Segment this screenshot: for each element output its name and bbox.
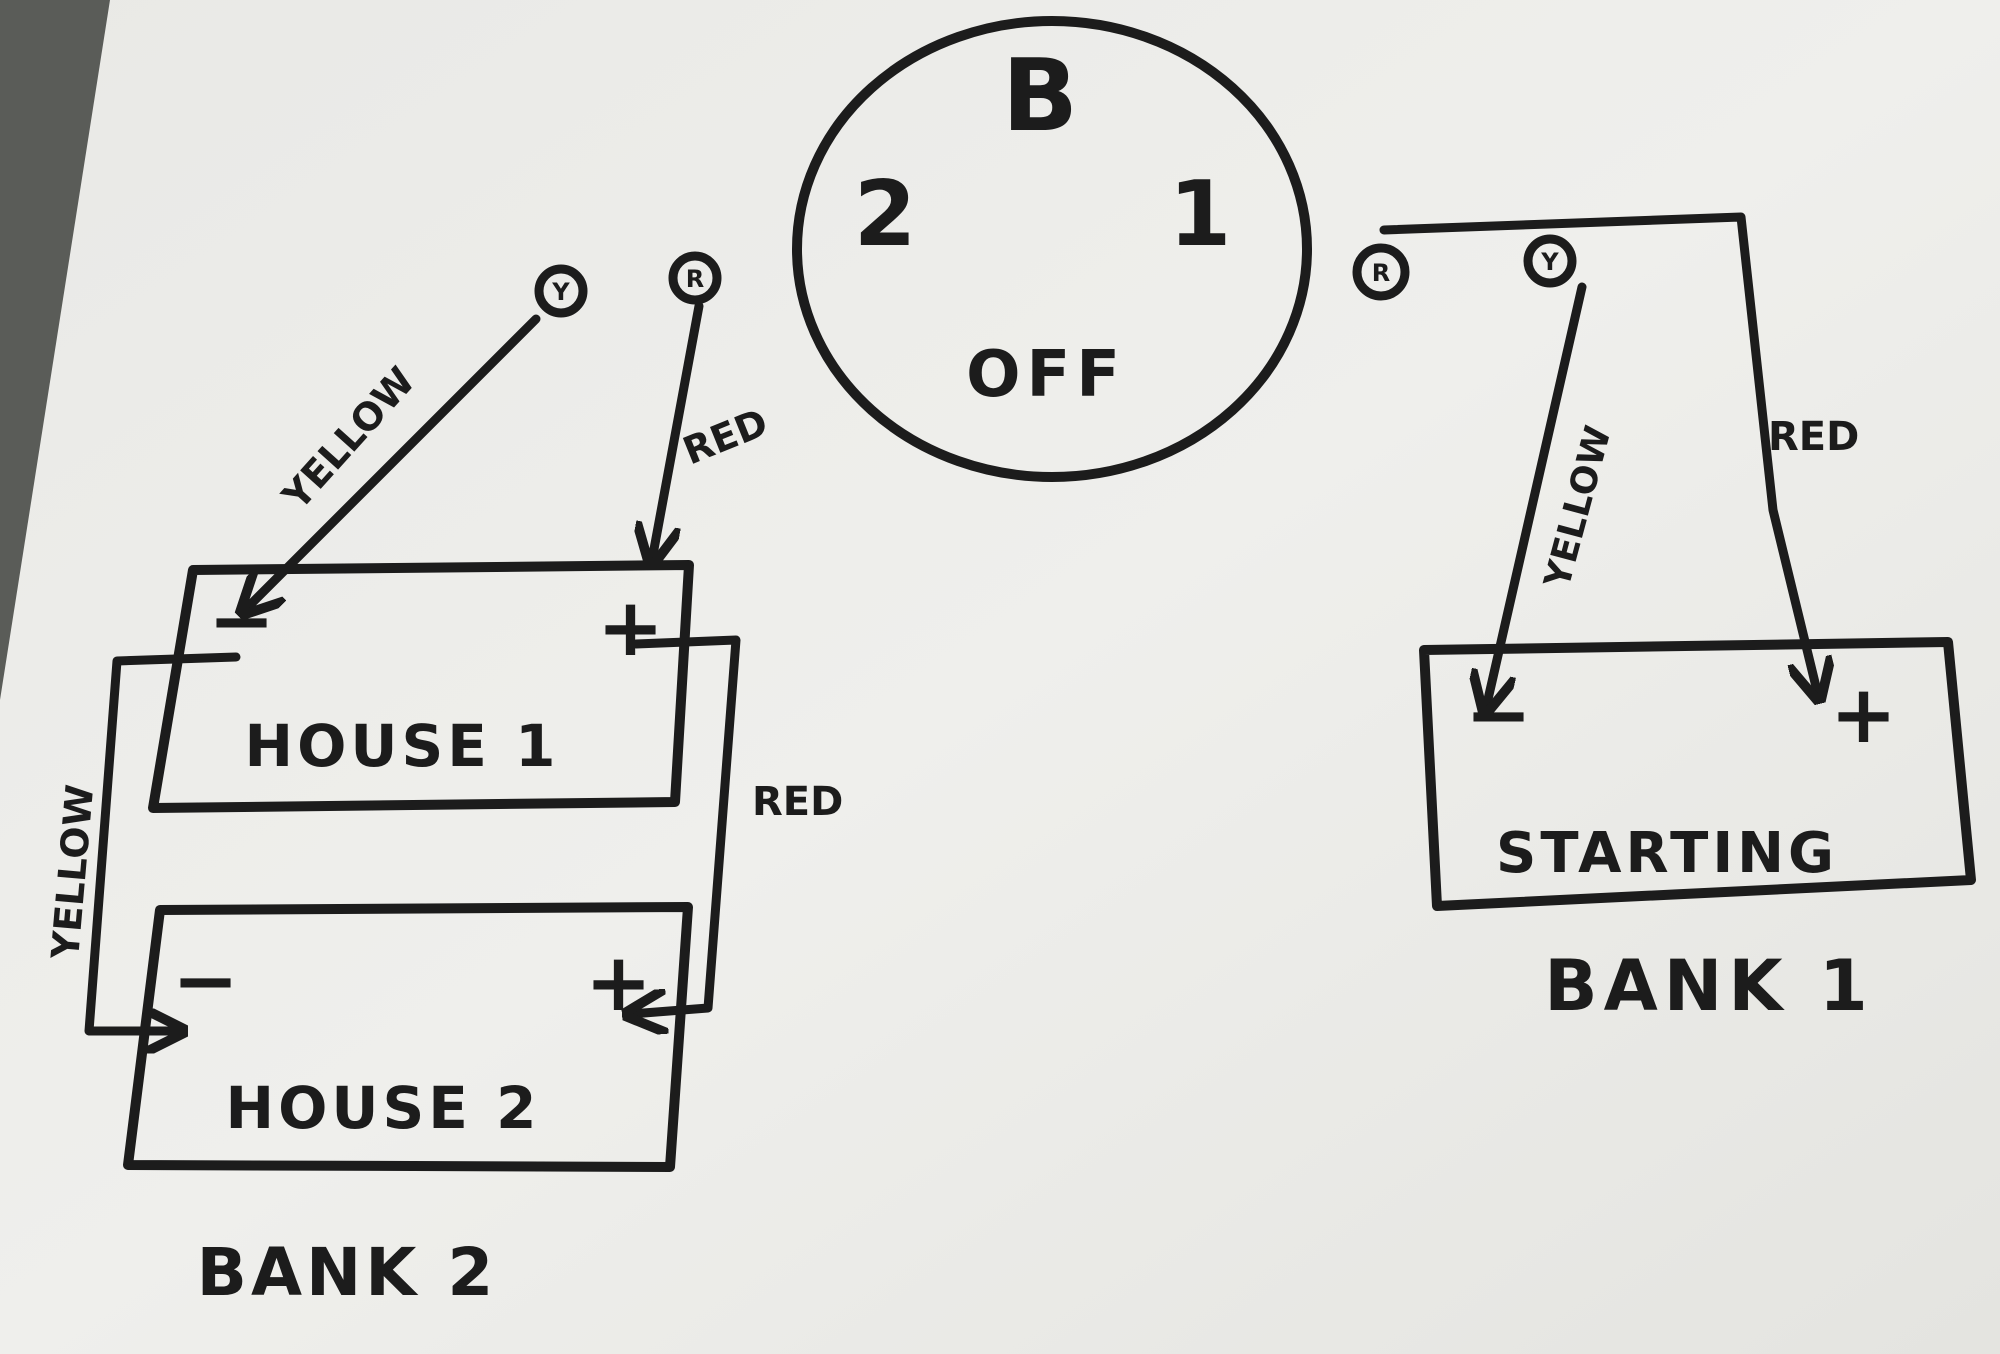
wire-left-yellow	[245, 314, 541, 610]
negative-terminal: −	[208, 574, 275, 667]
battery-label: HOUSE 2	[226, 1074, 541, 1142]
positive-terminal: +	[1830, 668, 1897, 761]
negative-terminal: −	[1465, 668, 1532, 761]
battery-house-2: − + HOUSE 2	[123, 902, 693, 1172]
terminal-left-red: R	[668, 251, 722, 305]
svg-text:Y: Y	[551, 278, 570, 306]
battery-starting: − + STARTING	[1419, 637, 1976, 911]
terminal-left-yellow: Y	[534, 264, 588, 318]
battery-label: HOUSE 1	[245, 712, 560, 780]
wire-right-yellow	[1486, 282, 1587, 708]
switch-dial	[792, 16, 1312, 482]
switch-position-1: 1	[1169, 162, 1232, 267]
svg-text:Y: Y	[1540, 248, 1559, 276]
wire-label-right-red: RED	[1768, 414, 1859, 460]
positive-terminal: +	[585, 936, 652, 1029]
svg-text:R: R	[1372, 259, 1390, 287]
negative-terminal: −	[172, 934, 239, 1027]
positive-terminal: +	[597, 581, 664, 674]
battery-label: STARTING	[1496, 821, 1838, 886]
bank-1-label: BANK 1	[1544, 945, 1873, 1027]
bank-2-label: BANK 2	[197, 1234, 498, 1311]
battery-house-1: − + HOUSE 1	[148, 560, 694, 813]
wire-label-jumper-red: RED	[752, 779, 843, 825]
battery-switch: B 2 1 OFF	[792, 16, 1312, 482]
wire-right-red	[1379, 212, 1818, 695]
terminal-right-red: R	[1352, 243, 1410, 301]
switch-position-off: OFF	[966, 338, 1126, 412]
svg-text:R: R	[686, 265, 704, 293]
terminal-right-yellow: Y	[1523, 234, 1577, 288]
wire-left-red	[652, 301, 704, 560]
switch-position-2: 2	[854, 162, 917, 267]
switch-position-both: B	[1002, 37, 1078, 154]
